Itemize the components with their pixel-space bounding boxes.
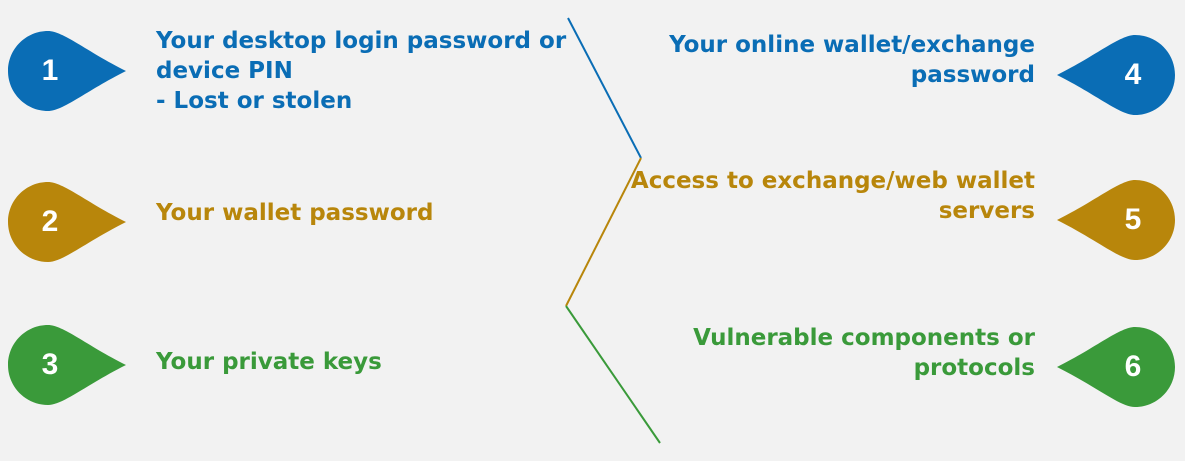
label-line: Your wallet password <box>156 200 434 226</box>
label-line: Access to exchange/web wallet <box>630 168 1035 194</box>
marker-shape <box>8 325 126 405</box>
label-line: - Lost or stolen <box>156 88 353 114</box>
marker-shape <box>8 182 126 262</box>
marker-number: 3 <box>41 348 59 381</box>
teardrop-pointer-icon <box>8 31 126 111</box>
teardrop-pointer-icon <box>8 325 126 405</box>
teardrop-pointer-icon <box>1057 327 1175 407</box>
zigzag-segment-green <box>565 305 661 444</box>
marker-5: 5 <box>1045 180 1175 260</box>
marker-shape <box>1057 35 1175 115</box>
teardrop-pointer-icon <box>8 182 126 262</box>
marker-number: 6 <box>1124 350 1142 383</box>
zigzag-segment-blue <box>567 17 642 159</box>
item-label-3: Your private keys <box>156 347 382 377</box>
label-line: Your online wallet/exchange <box>669 32 1035 58</box>
marker-1: 1 <box>8 31 138 111</box>
item-label-1: Your desktop login password or device PI… <box>156 26 566 116</box>
item-label-2: Your wallet password <box>156 198 433 228</box>
label-line: protocols <box>913 355 1035 381</box>
label-line: Vulnerable components or <box>693 325 1035 351</box>
teardrop-pointer-icon <box>1057 180 1175 260</box>
marker-number: 2 <box>41 205 59 238</box>
zigzag-segment-gold <box>565 157 642 307</box>
item-label-5: Access to exchange/web wallet servers <box>631 166 1035 226</box>
label-line: servers <box>938 198 1035 224</box>
item-label-4: Your online wallet/exchange password <box>669 30 1035 90</box>
label-line: Your private keys <box>156 349 382 375</box>
item-label-6: Vulnerable components or protocols <box>693 323 1035 383</box>
teardrop-pointer-icon <box>1057 35 1175 115</box>
marker-number: 4 <box>1124 58 1142 91</box>
label-line: device PIN <box>156 58 293 84</box>
marker-2: 2 <box>8 182 138 262</box>
marker-3: 3 <box>8 325 138 405</box>
label-line: password <box>910 62 1035 88</box>
marker-6: 6 <box>1045 327 1175 407</box>
label-line: Your desktop login password or <box>156 28 567 54</box>
marker-4: 4 <box>1045 35 1175 115</box>
marker-number: 5 <box>1124 203 1142 236</box>
marker-shape <box>8 31 126 111</box>
marker-number: 1 <box>41 54 59 87</box>
marker-shape <box>1057 327 1175 407</box>
marker-shape <box>1057 180 1175 260</box>
